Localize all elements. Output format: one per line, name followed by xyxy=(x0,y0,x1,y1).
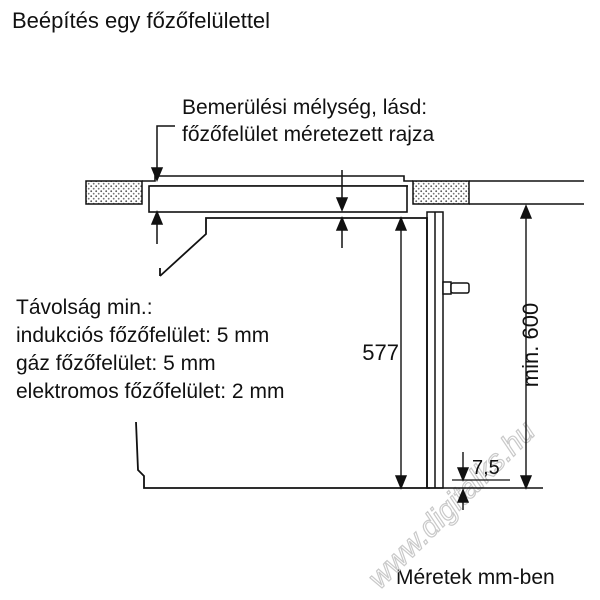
minimum-distance-heading: Távolság min.: xyxy=(16,296,153,319)
gap-arrow-left xyxy=(150,210,164,244)
diagram-title: Beépítés egy főzőfelülettel xyxy=(12,8,271,33)
distance-gas: gáz főzőfelület: 5 mm xyxy=(16,352,216,375)
distance-electric: elektromos főzőfelület: 2 mm xyxy=(16,380,285,403)
height-dimension-577 xyxy=(394,216,408,490)
watermark: www.digitalks.hu xyxy=(362,415,542,595)
distance-induction: indukciós főzőfelület: 5 mm xyxy=(16,324,270,347)
minimum-distance-note: Távolság min.: indukciós főzőfelület: 5 … xyxy=(16,294,284,406)
immersion-depth-pointer xyxy=(150,125,175,182)
gap-label: 7,5 xyxy=(472,457,500,479)
countertop-left xyxy=(85,180,143,205)
immersion-depth-note: Bemerülési mélység, lásd: főzőfelület mé… xyxy=(182,94,434,148)
hob-depth-arrows xyxy=(335,170,349,248)
immersion-depth-line-1: Bemerülési mélység, lásd: xyxy=(182,96,428,119)
cooktop xyxy=(142,175,413,213)
oven-door xyxy=(426,211,470,489)
units-note: Méretek mm-ben xyxy=(396,566,555,589)
min-height-dimension xyxy=(519,204,533,490)
min-height-label: min. 600 xyxy=(518,303,543,387)
gap-dimension-arrows xyxy=(456,452,470,510)
countertop-right xyxy=(412,180,470,205)
height-label-577: 577 xyxy=(362,340,399,365)
immersion-depth-line-2: főzőfelület méretezett rajza xyxy=(182,123,435,146)
